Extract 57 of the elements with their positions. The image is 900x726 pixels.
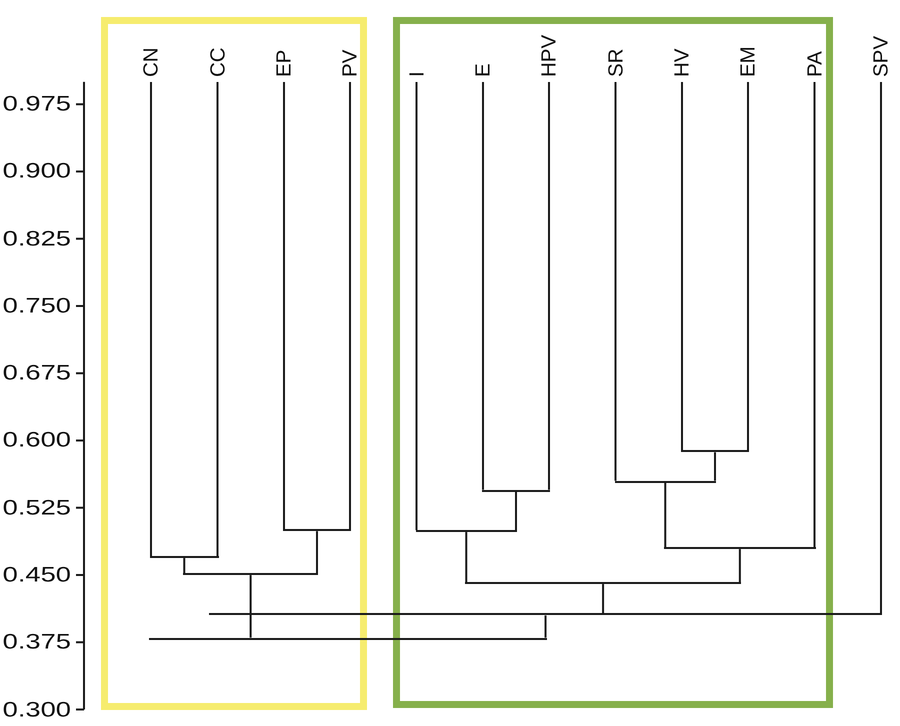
leaf-label: E [473,63,493,77]
dendrogram-merge-bar [614,480,716,483]
dendrogram-branch-line [664,482,666,548]
dendrogram-branch-line [283,82,285,530]
dendrogram-merge-bar [283,529,351,532]
dendrogram-merge-bar [150,556,218,558]
leaf-label: EM [738,46,758,77]
axis-tick-label: 0.600 [2,430,71,451]
leaf-label: HPV [539,34,559,77]
axis-tick-label: 0.375 [2,632,71,653]
leaf-label: CN [141,47,161,77]
axis-tick-label: 0.450 [2,564,71,586]
dendrogram-branch-line [614,82,616,481]
dendrogram-branch-line [738,549,741,582]
dendrogram-merge-bar [681,450,749,452]
leaf-label: EP [274,50,294,77]
dendrogram-merge-bar [482,490,550,492]
axis-tick-label: 0.900 [2,160,71,182]
dendrogram-branch-line [880,82,882,614]
dendrogram-branch-line [714,452,716,481]
leaf-label: SR [606,48,626,77]
dendrogram-merge-bar [148,638,547,640]
leaf-label: CC [208,47,228,77]
dendrogram-merge-bar [664,547,816,550]
dendrogram-branch-line [814,82,816,548]
dendrogram-branch-line [681,82,683,450]
dendrogram-branch-line [548,82,550,490]
dendrogram-branch-line [544,615,547,638]
leaf-label: I [406,71,426,77]
leaf-label: HV [672,48,692,77]
axis-tick-label: 0.825 [2,228,71,250]
leaf-label: SPV [871,36,891,77]
dendrogram-branch-line [250,575,252,638]
dendrogram-merge-bar [465,582,741,584]
dendrogram-branch-line [216,82,218,556]
cluster-frame [101,17,367,710]
dendrogram-branch-line [416,82,418,530]
axis-tick-label: 0.975 [2,94,71,115]
leaf-label: PA [804,51,824,77]
dendrogram-merge-bar [416,530,517,532]
dendrogram-branch-line [316,531,318,574]
dendrogram-branch-line [482,82,484,490]
axis-tick-label: 0.525 [2,497,71,518]
dendrogram-merge-bar [183,573,318,576]
dendrogram-branch-line [183,558,186,574]
dendrogram-branch-line [515,492,517,530]
axis-tick-label: 0.300 [2,699,71,720]
dendrogram-branch-line [747,82,749,450]
axis-tick-label: 0.750 [2,295,71,316]
leaf-label: PV [340,50,360,77]
dendrogram-branch-line [602,584,604,614]
dendrogram-branch-line [150,82,152,556]
dendrogram-branch-line [465,532,468,582]
dendrogram-branch-line [349,82,351,530]
dendrogram-merge-bar [209,613,882,616]
axis-tick-label: 0.675 [2,362,71,384]
cluster-frame [393,17,833,708]
